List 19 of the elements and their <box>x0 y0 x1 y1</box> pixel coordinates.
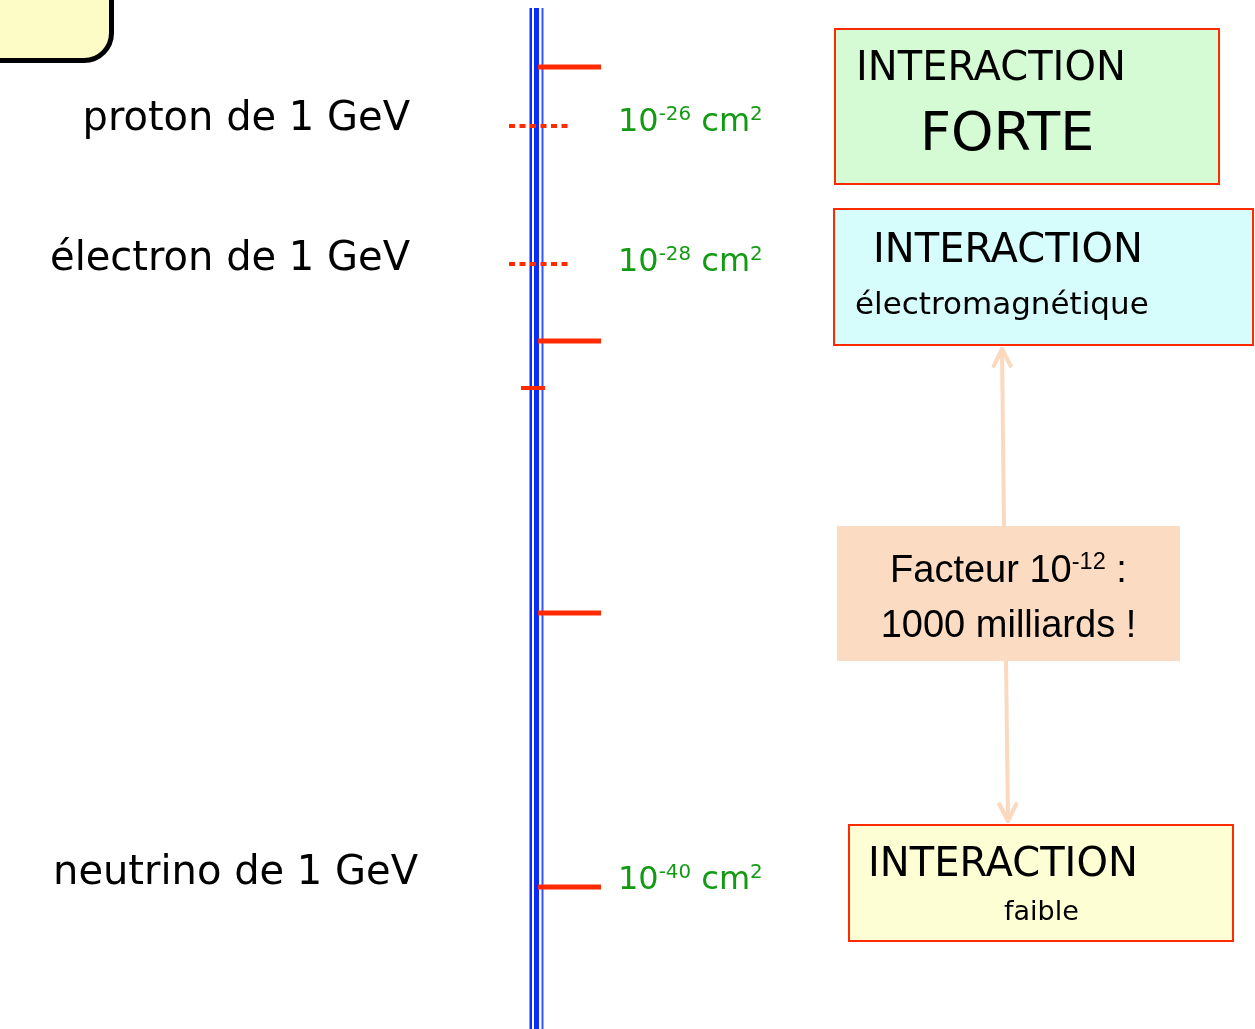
interaction-box <box>848 824 1234 942</box>
cross-section-value: 10$^{-40}$ cm$^{2}$ <box>618 860 763 896</box>
box-heading: INTERACTION <box>868 840 1138 884</box>
box-subtitle: électromagnétique <box>855 286 1149 321</box>
box-subtitle: faible <box>1004 896 1079 926</box>
particle-label: électron de 1 GeV <box>50 234 410 278</box>
cross-section-value: 10$^{-28}$ cm$^{2}$ <box>618 242 763 278</box>
double-arrow <box>997 660 1019 824</box>
particle-label: neutrino de 1 GeV <box>53 848 418 892</box>
interaction-box <box>833 208 1254 346</box>
double-arrow <box>991 346 1013 527</box>
box-subtitle: FORTE <box>920 102 1095 162</box>
interaction-box <box>834 28 1220 185</box>
cross-section-value: 10$^{-26}$ cm$^{2}$ <box>618 102 763 138</box>
box-heading: INTERACTION <box>856 44 1126 88</box>
note-text: Facteur 10$^{-12}$ : 1000 milliards ! <box>879 547 1138 648</box>
note-box <box>837 526 1180 661</box>
box-heading: INTERACTION <box>873 226 1143 270</box>
particle-label: proton de 1 GeV <box>82 94 410 138</box>
